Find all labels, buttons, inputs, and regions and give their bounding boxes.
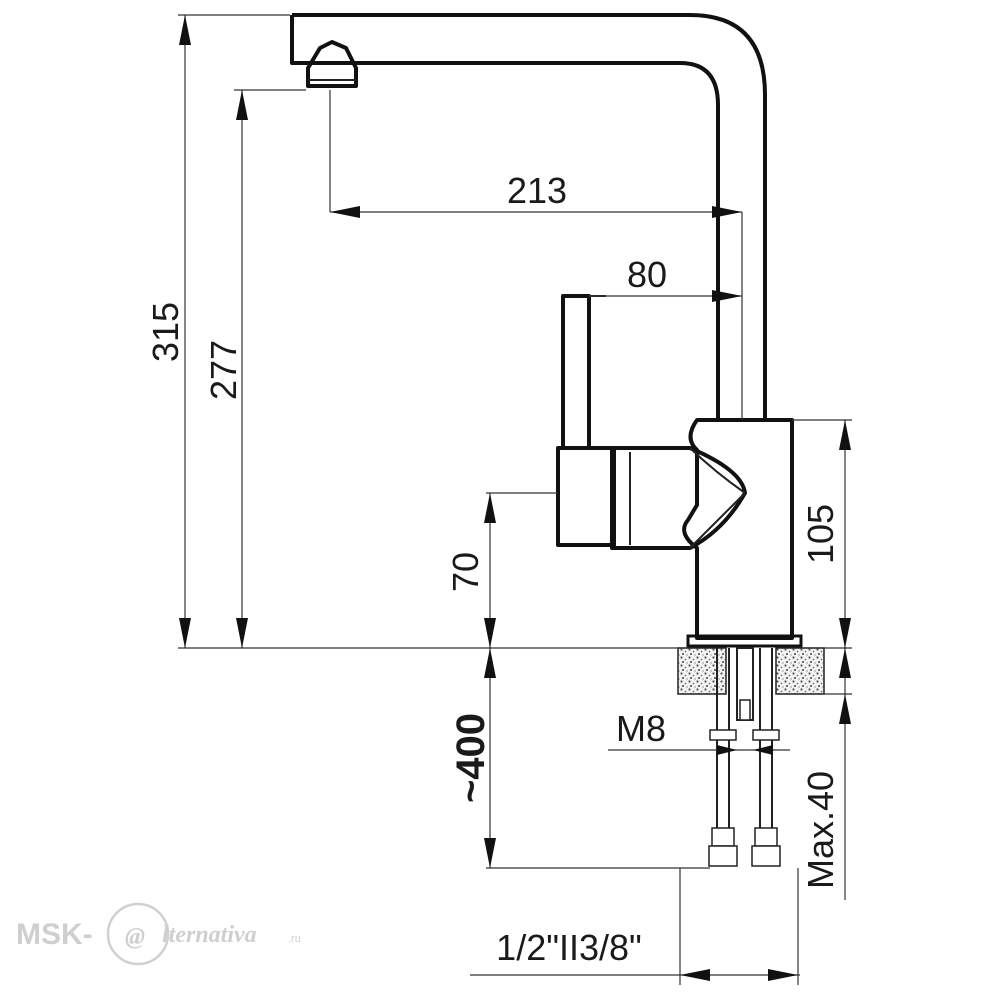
- label-70: 70: [445, 552, 486, 592]
- watermark-at: @: [125, 924, 145, 950]
- aerator: [306, 40, 358, 88]
- label-213: 213: [507, 170, 567, 211]
- watermark-logo: MSK- @ lternativa .ru: [16, 902, 301, 966]
- label-400: ~400: [449, 713, 493, 803]
- worktop-right: [775, 647, 825, 695]
- lever-block: [556, 446, 616, 547]
- watermark-suffix: lternativa: [162, 922, 257, 948]
- watermark-circle: [106, 902, 170, 966]
- worktop-left: [677, 647, 727, 695]
- dimension-lines: [178, 14, 852, 985]
- lever-joint: [610, 446, 747, 550]
- spout-outer: [292, 13, 767, 420]
- faucet-outline: [290, 13, 825, 867]
- label-connection: 1/2"II3/8": [496, 927, 642, 968]
- label-max40: Max.40: [800, 771, 841, 889]
- label-m8: M8: [616, 708, 666, 749]
- dimension-labels: 315 277 213 80 105 70 ~400 M8 Max.40 1/2…: [145, 170, 841, 968]
- body-cylinder: [682, 418, 794, 640]
- lever-handle: [561, 294, 591, 450]
- label-105: 105: [800, 504, 841, 564]
- base-flange: [686, 634, 803, 648]
- spout-inner: [290, 15, 720, 420]
- watermark-tld: .ru: [288, 933, 301, 945]
- watermark-prefix: MSK-: [16, 918, 93, 951]
- label-315: 315: [145, 302, 186, 362]
- hose-left: [708, 648, 738, 867]
- label-277: 277: [203, 340, 244, 400]
- hose-right: [751, 648, 781, 867]
- label-80: 80: [627, 254, 667, 295]
